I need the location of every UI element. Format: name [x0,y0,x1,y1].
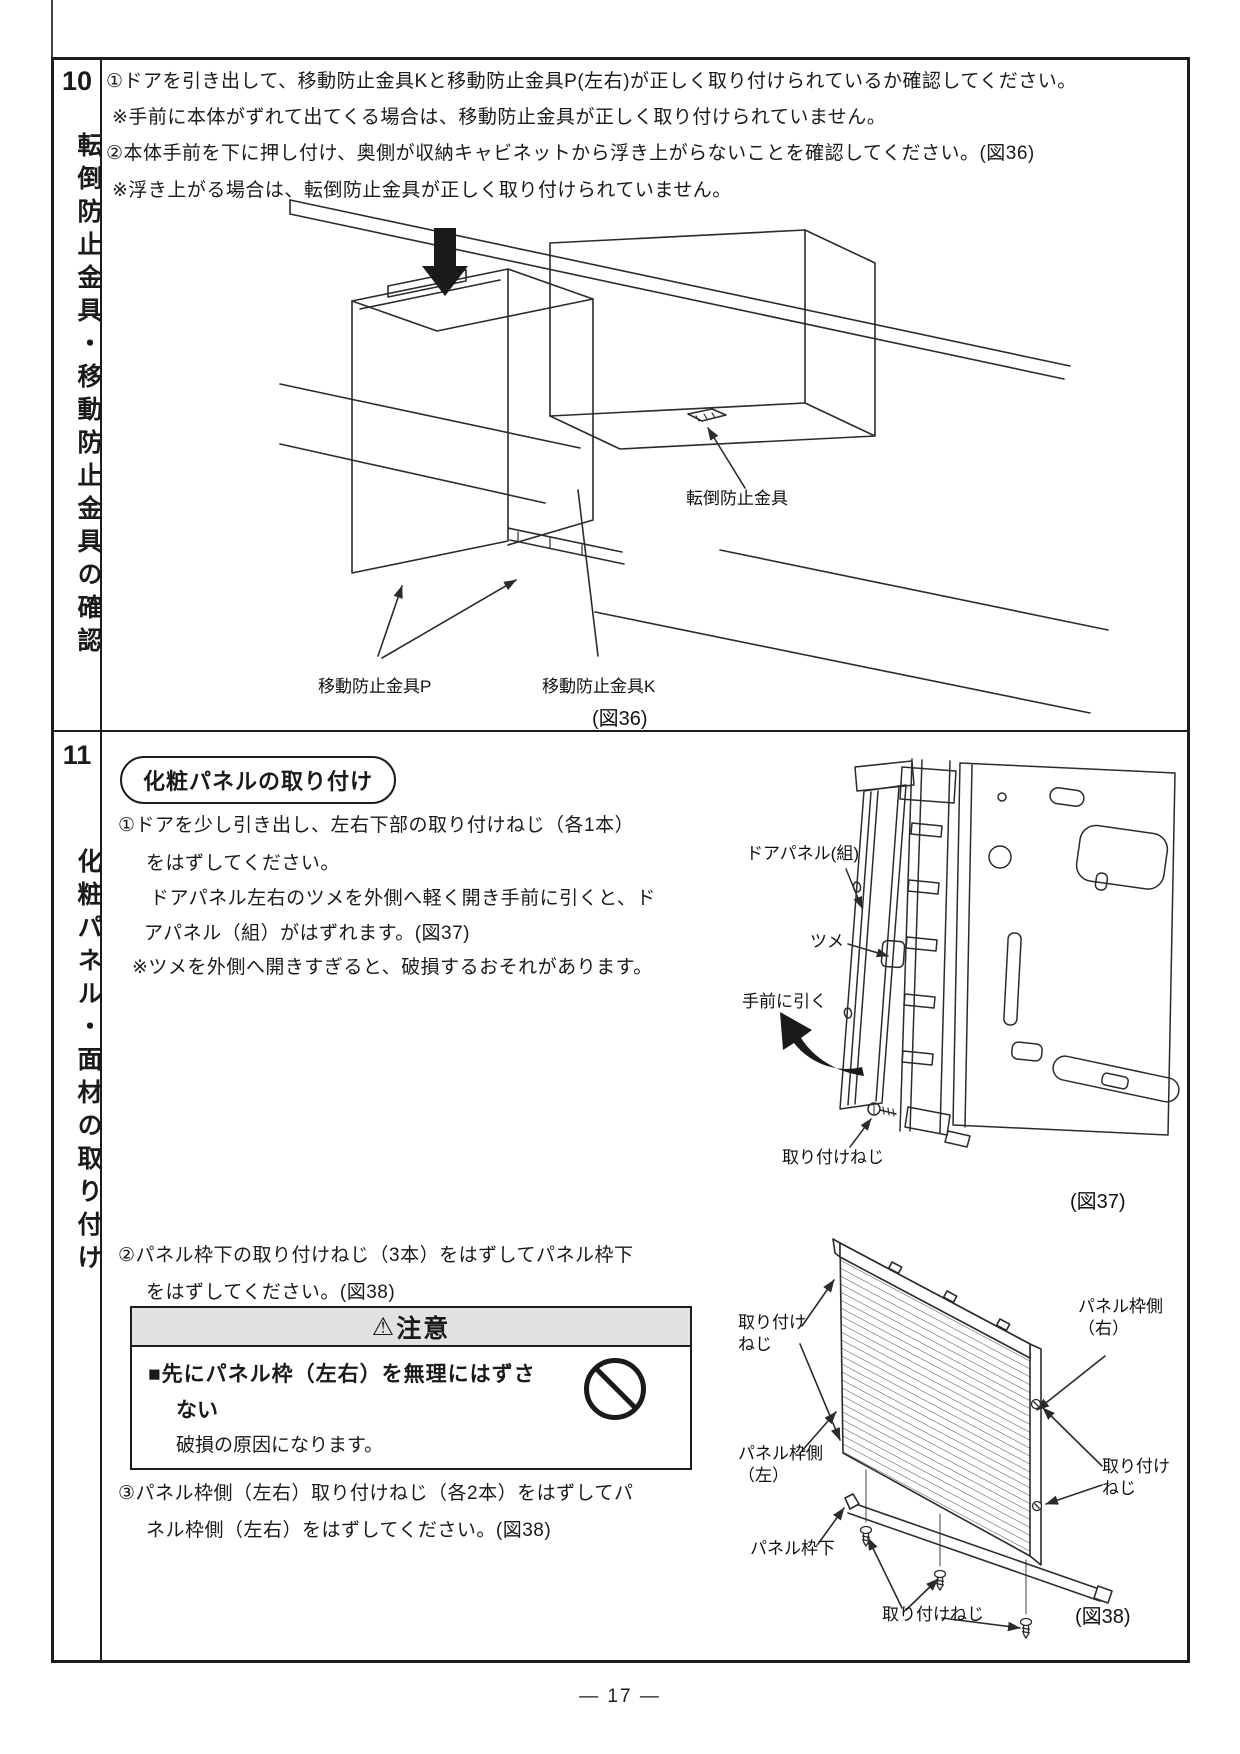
section10-content: ①ドアを引き出して、移動防止金具Kと移動防止金具P(左右)が正しく取り付けられて… [100,60,1187,730]
push-down-arrow-icon [422,228,468,296]
page-number: — 17 — [579,1686,661,1707]
step1-line3: ドアパネル左右のツメを外側へ軽く開き手前に引くと、ド [150,888,656,909]
fig38-label-side-right: パネル枠側 （右） [1078,1297,1163,1339]
fig36-caption: (図36) [592,708,648,730]
caution-line2: ない [176,1399,218,1422]
section11-title: 化粧パネル・面材の取り付け [74,847,102,1277]
section11-content: 化粧パネルの取り付け ①ドアを少し引き出し、左右下部の取り付けねじ（各1本） を… [100,730,1187,1660]
step3-line1: ③パネル枠側（左右）取り付けねじ（各2本）をはずしてパ [118,1483,634,1504]
caution-box: ⚠ 注意 ■先にパネル枠（左右）を無理にはずさ ない 破損の原因になります。 [130,1306,692,1470]
fig37-label-pull: 手前に引く [742,992,827,1011]
fig38-caption: (図38) [1075,1606,1131,1628]
section10-line4: ※浮き上がる場合は、転倒防止金具が正しく取り付けられていません。 [112,180,732,201]
warning-icon: ⚠ [371,1312,397,1341]
caution-header-text: 注意 [396,1314,451,1343]
pull-forward-arrow-icon [780,1012,864,1076]
fig37-label-screw: 取り付けねじ [782,1148,884,1167]
prohibition-icon [584,1358,646,1420]
figure36-drawing [279,199,1109,714]
figure-37: ドアパネル(組) ツメ 手前に引く 取り付けねじ (図37) [650,745,1190,1220]
step1-line4: アパネル（組）がはずれます。(図37) [144,923,471,944]
section10-line1: ①ドアを引き出して、移動防止金具Kと移動防止金具P(左右)が正しく取り付けられて… [106,71,1077,92]
step2-line1: ②パネル枠下の取り付けねじ（3本）をはずしてパネル枠下 [118,1245,634,1266]
figure-36: 転倒防止金具 移動防止金具P 移動防止金具K (図36) [250,188,1120,730]
fig37-label-tsume: ツメ [810,932,844,951]
step3-line2: ネル枠側（左右）をはずしてください。(図38) [146,1520,552,1541]
panel-install-heading: 化粧パネルの取り付け [120,756,396,804]
section10-title: 転倒防止金具・移動防止金具の確認 [74,132,102,660]
caution-line1: ■先にパネル枠（左右）を無理にはずさ [148,1363,536,1386]
fig38-label-screw-left: 取り付け ねじ [738,1313,806,1355]
section10-line3: ②本体手前を下に押し付け、奥側が収納キャビネットから浮き上がらないことを確認して… [106,143,1035,164]
step1-line5: ※ツメを外側へ開きすぎると、破損するおそれがあります。 [132,957,653,978]
section10-line2: ※手前に本体がずれて出てくる場合は、移動防止金具が正しく取り付けられていません。 [112,107,887,128]
section11-number: 11 [62,740,92,770]
section10-number: 10 [61,66,93,96]
page-edge-mark [51,0,53,57]
caution-header: ⚠ 注意 [132,1308,690,1347]
step1-line2: をはずしてください。 [146,853,340,874]
figure38-drawing [799,1238,1113,1639]
fig38-label-bottom-rail: パネル枠下 [750,1539,835,1558]
fig38-label-screw-bottom: 取り付けねじ [882,1605,984,1624]
fig36-label-tentou: 転倒防止金具 [686,489,788,508]
fig36-label-k: 移動防止金具K [542,677,656,696]
figure37-drawing [780,758,1180,1148]
fig37-label-doorpanel: ドアパネル(組) [746,844,859,863]
content-frame: 10 転倒防止金具・移動防止金具の確認 ①ドアを引き出して、移動防止金具Kと移動… [51,57,1190,1663]
fig37-caption: (図37) [1070,1191,1126,1213]
step1-line1: ①ドアを少し引き出し、左右下部の取り付けねじ（各1本） [118,815,635,836]
fig38-label-screw-right: 取り付け ねじ [1102,1457,1170,1499]
caution-line3: 破損の原因になります。 [176,1435,384,1456]
step2-line2: をはずしてください。(図38) [146,1282,396,1303]
section-divider [54,730,1187,732]
fig38-label-side-left: パネル枠側 （左） [738,1444,823,1486]
fig36-label-p: 移動防止金具P [318,677,432,696]
figure-38: 取り付け ねじ パネル枠側 （右） 取り付け ねじ パネル枠側 （左） パネル枠… [650,1238,1190,1658]
left-column-divider [100,60,102,1660]
prohibition-slash [594,1367,639,1411]
